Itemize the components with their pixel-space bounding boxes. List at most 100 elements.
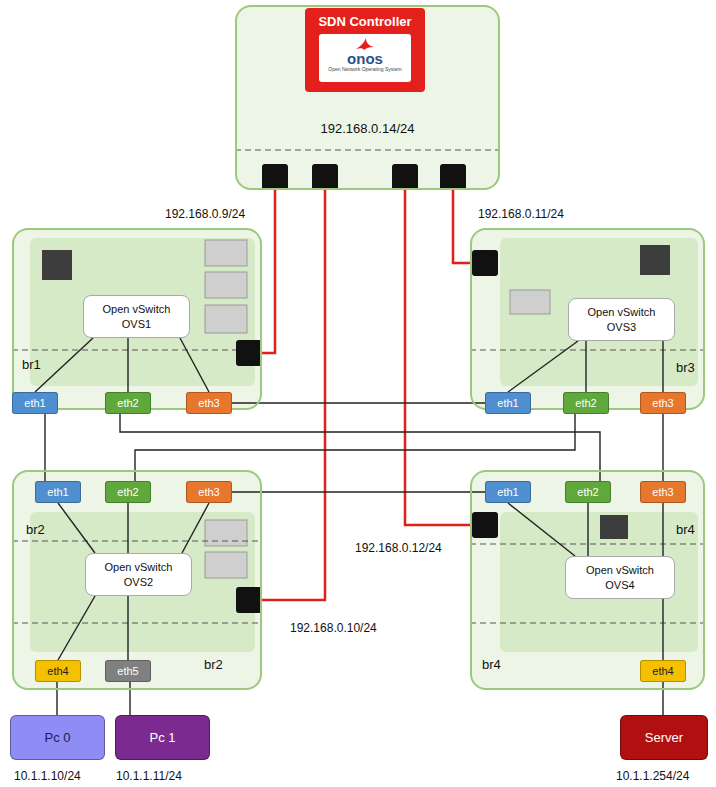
port-name: eth2 (575, 397, 596, 409)
logo-text: onos (347, 51, 383, 67)
chip (600, 515, 628, 539)
port-name: eth5 (117, 665, 138, 677)
text-slot: 192.168.0.14/24 (240, 119, 495, 137)
raspberry-pi-switch: br3Open vSwitchOVS3eth1eth2eth3 (470, 228, 705, 410)
ip-address-label: 10.1.1.10/24 (14, 769, 81, 783)
switch-name: Open vSwitch (103, 302, 171, 316)
raspberry-pi-switch: br2br2Open vSwitchOVS2eth1eth2eth3eth4et… (12, 470, 262, 690)
switch-name: OVS1 (122, 317, 151, 331)
ethernet-link (127, 596, 128, 660)
eth-port: eth3 (640, 481, 686, 503)
device-label: br4 (482, 657, 501, 672)
ethernet-link (127, 503, 128, 553)
ethernet-link (180, 338, 209, 392)
dashed-divider (12, 349, 262, 350)
ip-address-label: 192.168.0.12/24 (355, 541, 442, 555)
ethernet-link (35, 338, 93, 392)
logo-subtitle: Open Network Operating System (328, 67, 401, 73)
ethernet-link (232, 402, 485, 403)
onos-bird (354, 37, 376, 51)
raspberry-pi-board (500, 238, 698, 386)
usb-port (205, 272, 247, 298)
chip (42, 250, 72, 280)
text-slot: 10.1.1.11/24 (116, 766, 182, 784)
onos-bird-shape (356, 38, 374, 50)
ip-address-label: 192.168.0.9/24 (165, 207, 245, 221)
eth-port: eth2 (105, 481, 151, 503)
ip-address-label: 10.1.1.11/24 (116, 769, 182, 783)
sdn-controller: SDN Controller onosOpen Network Operating… (305, 8, 425, 92)
controller-title: SDN Controller (318, 14, 411, 29)
switch-name: Open vSwitch (586, 563, 654, 577)
text-slot: br3 (676, 358, 695, 376)
eth-port: eth3 (640, 392, 686, 414)
control-link (262, 190, 325, 600)
text-slot: br4 (482, 655, 501, 673)
ethernet-port (392, 164, 418, 190)
eth-port: eth4 (35, 660, 81, 682)
ethernet-port (472, 250, 498, 276)
usb-port (510, 290, 550, 314)
ethernet-link (508, 503, 575, 556)
board-fill (12, 228, 262, 410)
ethernet-port (236, 340, 262, 366)
port-name: eth4 (47, 665, 68, 677)
switch-name: OVS3 (607, 320, 636, 334)
chip (640, 245, 670, 275)
ethernet-link (232, 491, 485, 492)
port-name: eth3 (198, 486, 219, 498)
ethernet-link (58, 503, 95, 553)
ethernet-port (236, 587, 262, 613)
board-fill (12, 470, 262, 690)
ethernet-link (662, 341, 663, 392)
controller-host: 192.168.0.14/24 SDN Controller onosOpen Ne… (235, 5, 500, 190)
control-link (405, 190, 470, 525)
usb-port (205, 520, 247, 546)
usb-port (205, 305, 247, 333)
eth-port: eth4 (640, 660, 686, 682)
text-slot: 192.168.0.12/24 (355, 538, 442, 556)
open-vswitch: Open vSwitchOVS2 (85, 553, 192, 596)
port-name: eth4 (652, 665, 673, 677)
ip-address-label: 192.168.0.11/24 (478, 207, 564, 221)
eth-port: eth1 (485, 392, 531, 414)
text-slot: 192.168.0.9/24 (165, 204, 245, 222)
device-label: br1 (22, 357, 41, 372)
controller-fill (235, 5, 500, 190)
port-name: eth3 (652, 397, 673, 409)
text-slot: 10.1.1.254/24 (616, 766, 689, 784)
port-name: eth3 (198, 397, 219, 409)
device-label: br4 (676, 522, 695, 537)
usb-port (205, 552, 247, 578)
usb-port (205, 240, 247, 266)
port-name: eth1 (497, 486, 518, 498)
device-label: br2 (26, 522, 45, 537)
control-link (453, 190, 470, 263)
host-name: Pc 1 (149, 730, 175, 745)
eth-port: eth1 (485, 481, 531, 503)
text-slot: br2 (204, 655, 223, 673)
dashed-divider (12, 540, 262, 541)
port-name: eth1 (47, 486, 68, 498)
eth-port: eth5 (105, 660, 151, 682)
switch-name: Open vSwitch (105, 560, 173, 574)
ethernet-port (440, 164, 466, 190)
switch-name: OVS4 (605, 578, 634, 592)
text-slot: br2 (26, 520, 45, 538)
text-slot: 192.168.0.11/24 (478, 204, 564, 222)
raspberry-pi-switch: br1Open vSwitchOVS1eth1eth2eth3 (12, 228, 262, 410)
ip-address-label: 192.168.0.10/24 (290, 621, 377, 635)
port-name: eth2 (117, 397, 138, 409)
dashed-divider (235, 149, 500, 150)
raspberry-pi-board (30, 512, 255, 652)
board-fill (470, 228, 705, 410)
host-name: Pc 0 (44, 730, 70, 745)
device-label: br3 (676, 360, 695, 375)
host-name: Server (645, 730, 683, 745)
port-name: eth3 (652, 486, 673, 498)
ethernet-link (587, 503, 588, 556)
ethernet-link (58, 596, 95, 660)
ethernet-link (585, 341, 586, 392)
